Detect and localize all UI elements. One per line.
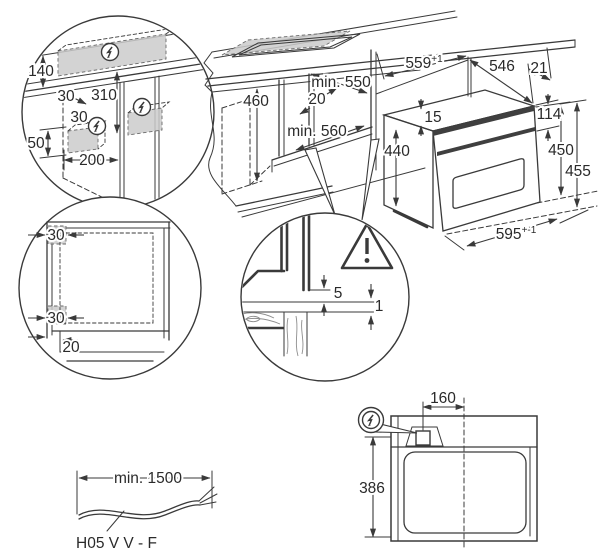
dim-30-mid-label: 30 xyxy=(70,109,88,126)
connection-zone-right xyxy=(127,107,163,136)
appliance-top-view: 160 386 xyxy=(357,388,538,549)
electrical-zone-detail-circle: 140 30 310 30 50 200 xyxy=(21,15,215,209)
connection-zone-mid xyxy=(67,126,99,154)
appliance-dimension-view: 559+1 546 21 15 114 440 450 455 595+-1 xyxy=(375,47,599,251)
front-niche-detail-circle: 30 30 20 xyxy=(18,196,202,380)
dim-160-label: 160 xyxy=(430,390,456,407)
power-supply-bolt-icon xyxy=(361,410,381,430)
power-supply-bolt-icon xyxy=(100,42,120,62)
dim-1-label: 1 xyxy=(375,298,384,315)
detail-pointer xyxy=(361,138,380,221)
cable-type-label: H05 V V - F xyxy=(76,535,157,552)
dim-559-label: 559+1 xyxy=(405,54,443,72)
dim-21-label: 21 xyxy=(530,60,547,77)
dim-200-label: 200 xyxy=(79,152,105,169)
connection-zone-front-bottom xyxy=(47,305,67,325)
dim-114-label: 114 xyxy=(537,106,562,123)
dim-455-label: 455 xyxy=(565,163,591,180)
dim-50-label: 50 xyxy=(27,135,45,152)
dim-386-label: 386 xyxy=(359,480,385,497)
power-supply-bolt-icon xyxy=(87,116,107,136)
dim-140-label: 140 xyxy=(28,63,54,80)
dim-min1500-label: min. 1500 xyxy=(114,470,182,487)
dim-310-label: 310 xyxy=(91,87,117,104)
power-supply-bolt-icon xyxy=(132,97,152,117)
dim-460-label: 460 xyxy=(243,93,269,110)
rear-gap-detail-circle: 5 1 xyxy=(240,212,410,382)
detail-pointer xyxy=(304,147,336,216)
dim-595-label: 595+-1 xyxy=(496,225,537,243)
connection-zone-front-top xyxy=(47,225,67,245)
dim-20-label: 20 xyxy=(308,91,326,108)
dim-5-label: 5 xyxy=(334,285,343,302)
dim-min560-label: min. 560 xyxy=(287,123,347,140)
dim-30-top-label: 30 xyxy=(57,88,75,105)
dim-min550-label: min. 550 xyxy=(311,74,371,91)
dim-546-label: 546 xyxy=(489,58,515,75)
warning-triangle-icon xyxy=(340,222,394,270)
mains-cable-detail: min. 1500 H05 V V - F xyxy=(74,468,218,554)
dim-30-bottom-label: 30 xyxy=(47,310,65,327)
dim-450-label: 450 xyxy=(548,142,574,159)
dim-15-label: 15 xyxy=(424,109,441,126)
dim-20-label: 20 xyxy=(62,339,80,356)
dim-440-label: 440 xyxy=(384,143,410,160)
dim-30-top-label: 30 xyxy=(47,227,65,244)
